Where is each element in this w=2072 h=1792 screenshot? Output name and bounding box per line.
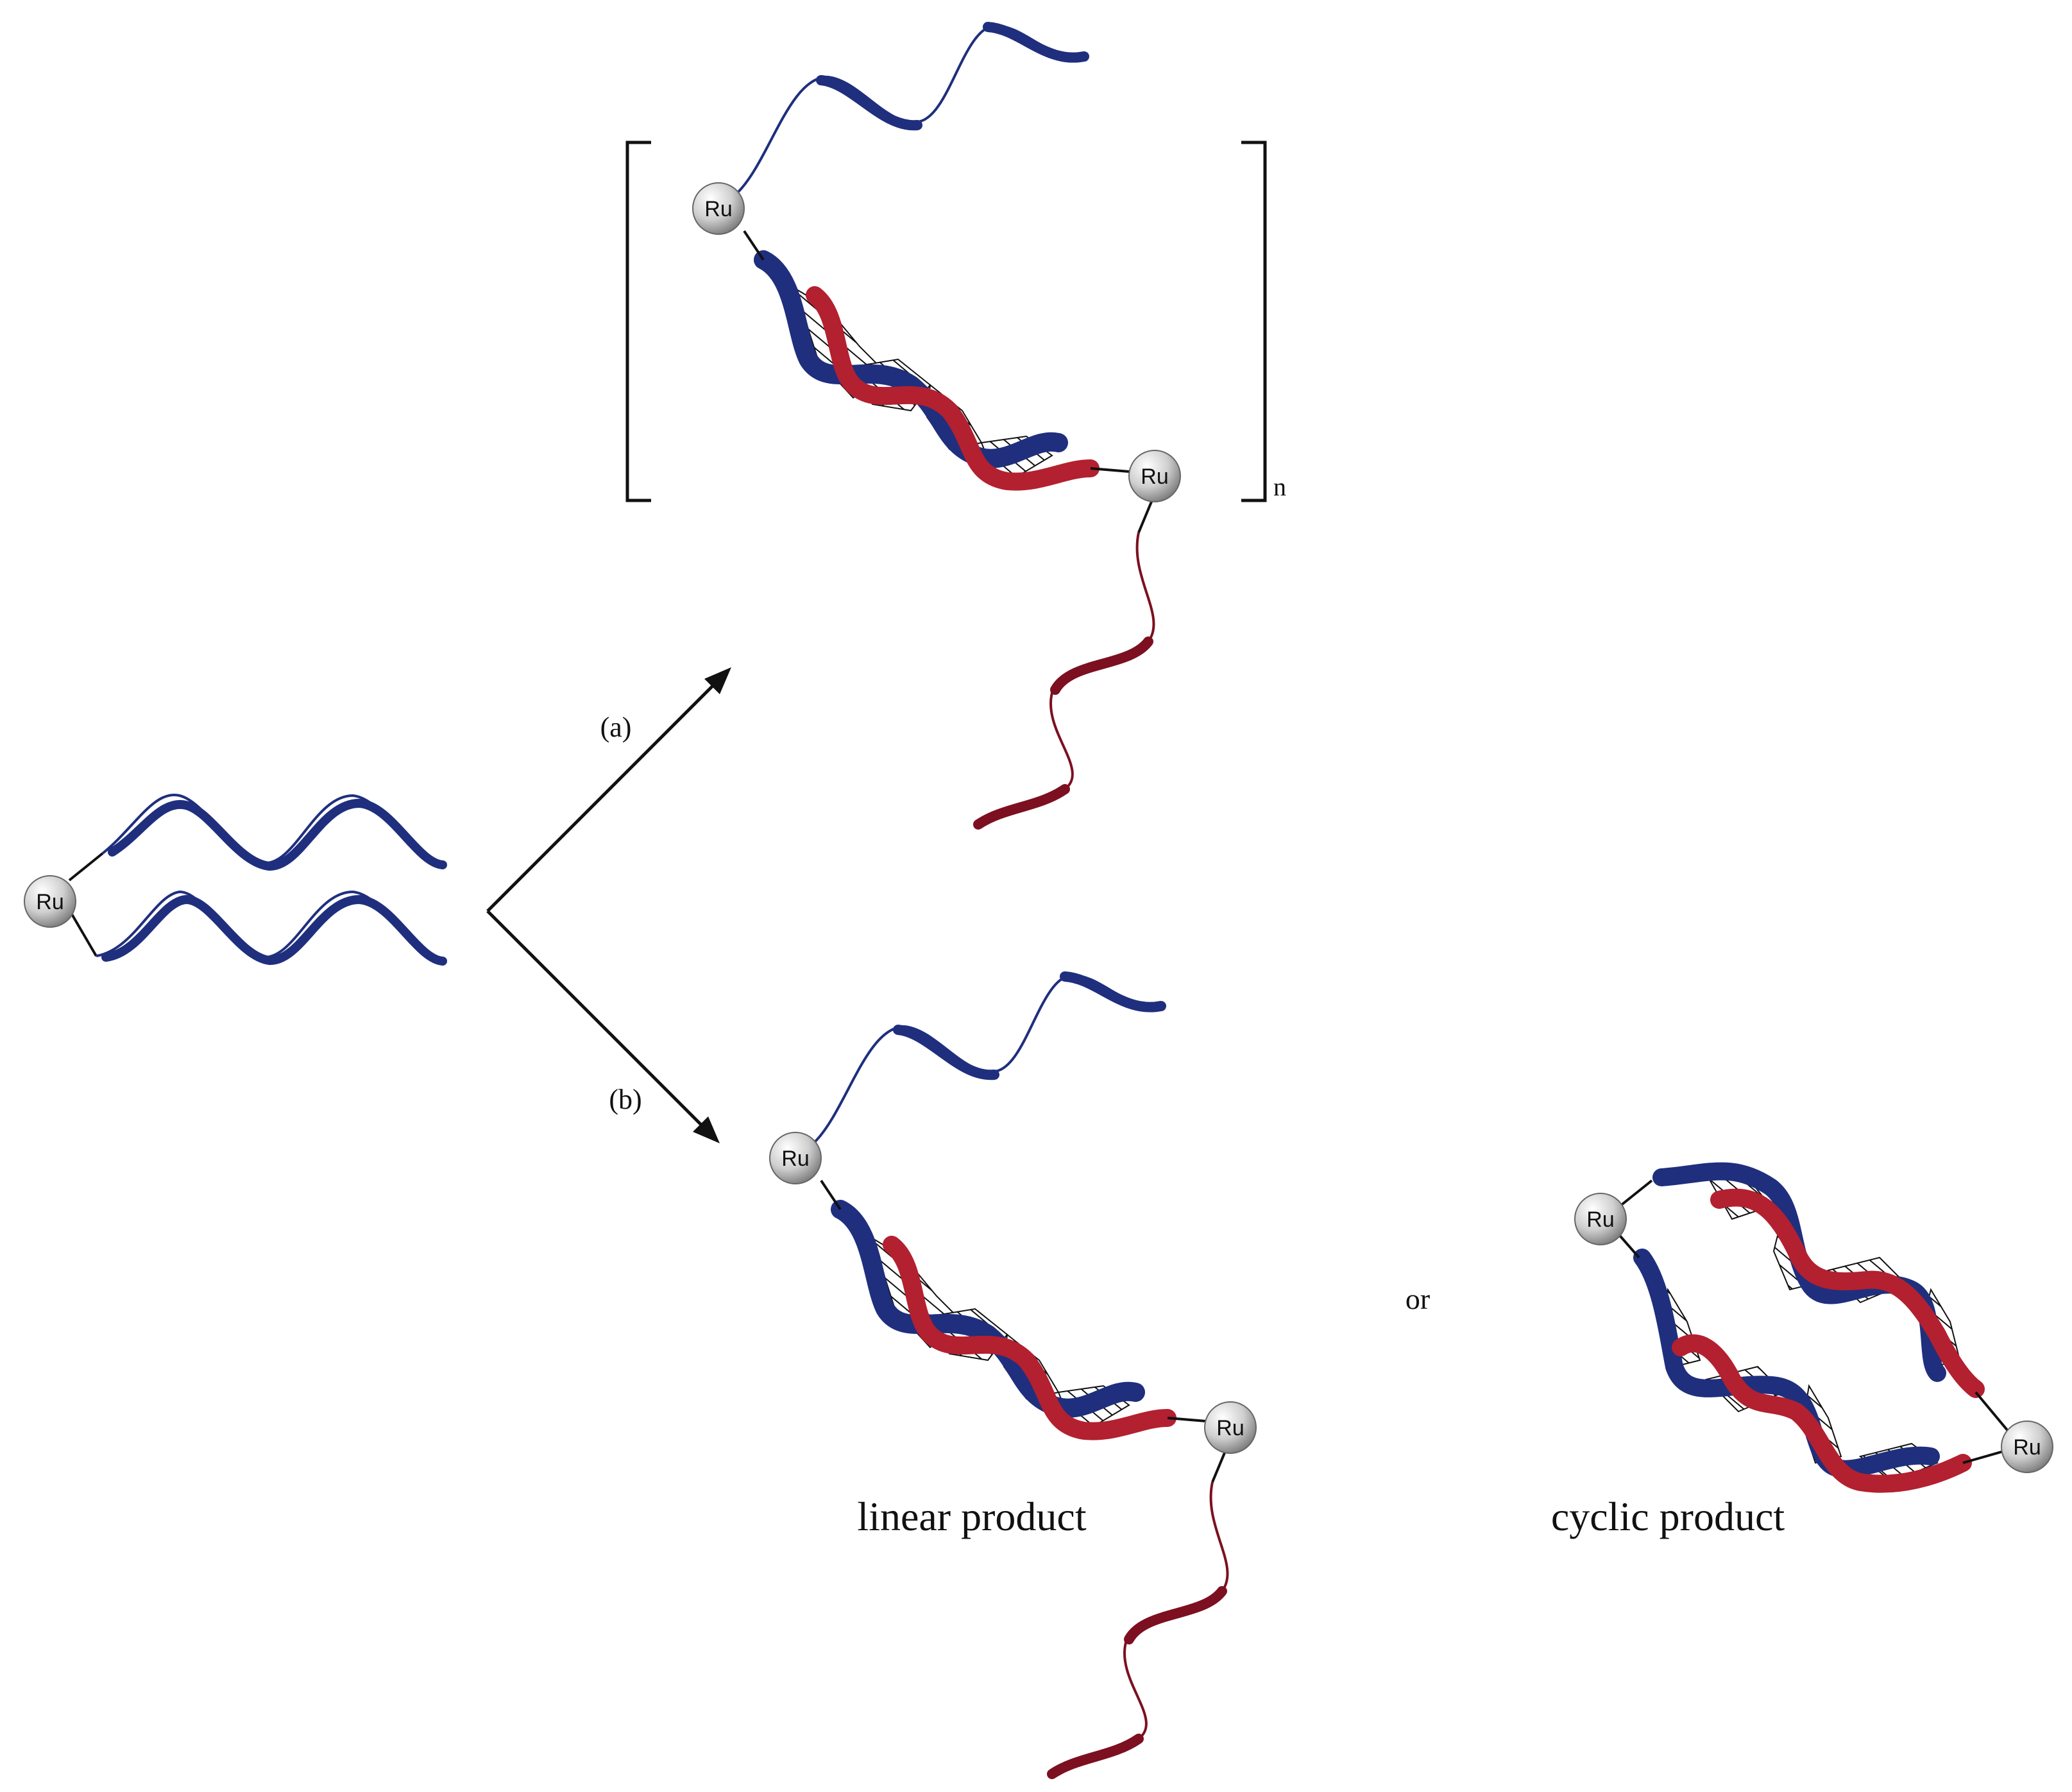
linear-blue-strand-free — [794, 971, 1166, 1159]
linear-duplex — [820, 1179, 1207, 1440]
cyclic-product-caption: cyclic product — [1551, 1494, 1785, 1539]
ru-center-start: Ru — [24, 875, 76, 928]
or-connector: or — [1405, 1283, 1430, 1315]
ru-center-polymer-1: Ru — [692, 182, 745, 235]
start-strand-upper-outline — [101, 793, 443, 865]
ru-label: Ru — [1216, 1416, 1244, 1440]
reaction-label-b: (b) — [609, 1084, 641, 1115]
ru-center-cyclic-1: Ru — [1574, 1193, 1627, 1245]
polymer-bracket-right — [1241, 141, 1267, 502]
reaction-label-a: (a) — [600, 712, 632, 743]
ru-center-linear-1: Ru — [769, 1132, 822, 1184]
ru-label: Ru — [36, 890, 64, 914]
arrow-a — [486, 667, 731, 912]
ru-label: Ru — [2013, 1435, 2041, 1460]
arrow-b — [486, 910, 720, 1143]
cyclic-duplex-lower — [1615, 1231, 2008, 1493]
polymer-duplex — [743, 230, 1130, 491]
starting-material — [68, 793, 447, 966]
ru-label: Ru — [1141, 465, 1168, 489]
cyclic-duplex-upper — [1618, 1162, 2009, 1432]
start-strand-upper-ribbon — [108, 798, 447, 871]
polymer-subscript-n: n — [1273, 472, 1286, 501]
polymer-red-strand-free — [973, 493, 1156, 830]
ru-label: Ru — [781, 1147, 809, 1171]
linker-lower — [68, 909, 98, 957]
ru-label: Ru — [1586, 1207, 1614, 1232]
linker-upper — [68, 852, 104, 882]
ru-center-cyclic-2: Ru — [2001, 1421, 2053, 1473]
start-strand-lower-ribbon — [101, 894, 447, 966]
linear-product-caption: linear product — [857, 1494, 1086, 1539]
ru-center-polymer-2: Ru — [1128, 450, 1181, 502]
linear-red-strand-free — [1047, 1443, 1230, 1779]
ru-center-linear-2: Ru — [1204, 1401, 1257, 1454]
ru-label: Ru — [704, 197, 732, 221]
polymer-blue-strand-free — [717, 22, 1089, 210]
polymer-bracket-left — [625, 141, 651, 502]
